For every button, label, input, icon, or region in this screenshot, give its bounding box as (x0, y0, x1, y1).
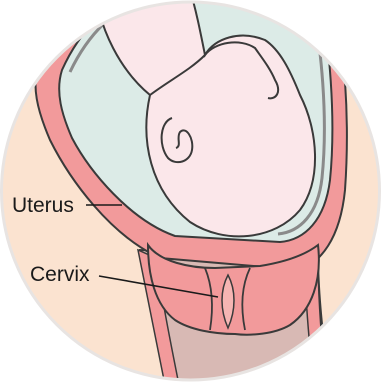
uterus-label: Uterus (12, 194, 74, 217)
cervix-label: Cervix (30, 263, 90, 286)
